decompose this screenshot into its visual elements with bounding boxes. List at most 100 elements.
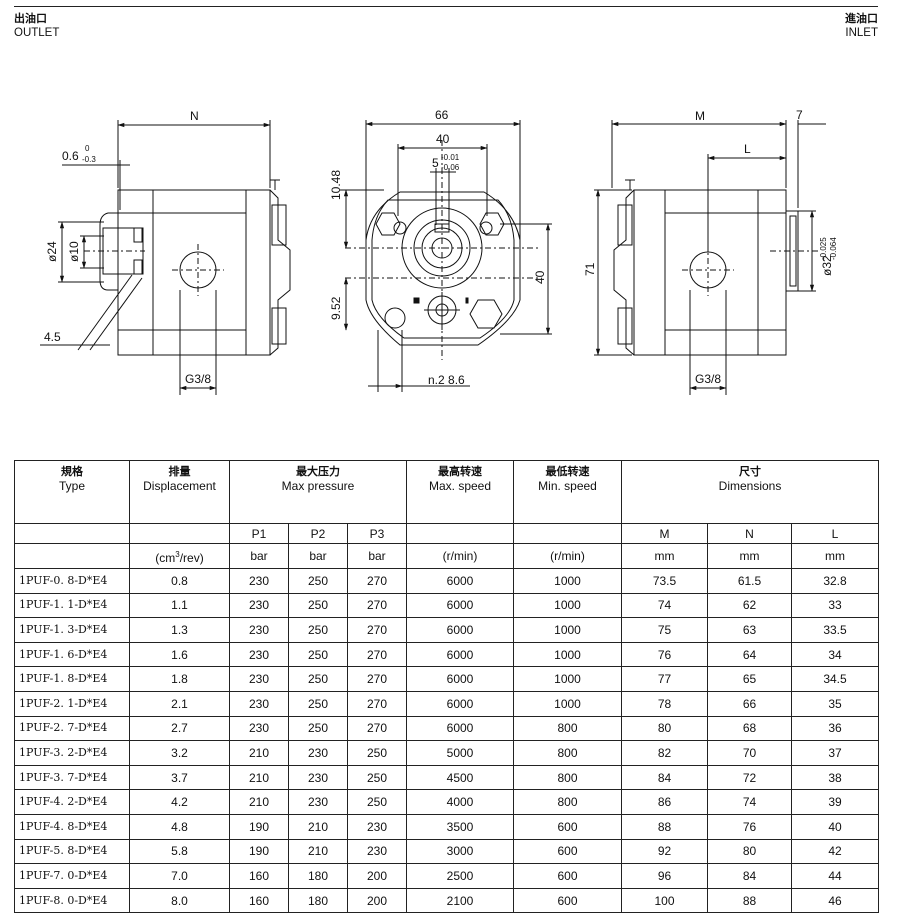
table-cell: 84 bbox=[621, 764, 709, 791]
table-cell: 270 bbox=[346, 568, 408, 594]
table-cell: 5000 bbox=[406, 740, 515, 766]
table-cell: 46 bbox=[791, 887, 880, 914]
type-cell: 1PUF-3. 2-D*E4 bbox=[14, 740, 130, 766]
table-cell: 1000 bbox=[513, 592, 623, 619]
sub-p3: P3 bbox=[346, 523, 408, 544]
table-cell: 2100 bbox=[406, 887, 515, 914]
table-cell: 76 bbox=[621, 641, 709, 668]
table-cell: 61.5 bbox=[707, 568, 793, 594]
table-cell: 6000 bbox=[406, 666, 515, 692]
table-cell: 4.8 bbox=[129, 813, 230, 840]
unit-rpm-max: (r/min) bbox=[406, 543, 515, 569]
dim-n: N bbox=[190, 109, 199, 123]
table-cell: 4500 bbox=[406, 764, 515, 791]
dim-g38-right: G3/8 bbox=[695, 372, 721, 386]
table-cell: 84 bbox=[707, 863, 793, 889]
dim-5-upper: -0.01 bbox=[441, 153, 460, 162]
type-cell: 1PUF-7. 0-D*E4 bbox=[14, 863, 130, 889]
type-cell: 1PUF-1. 8-D*E4 bbox=[14, 666, 130, 692]
left-view bbox=[40, 120, 291, 395]
right-view bbox=[594, 120, 826, 395]
table-cell: 65 bbox=[707, 666, 793, 692]
sub-m: M bbox=[621, 523, 709, 544]
table-cell: 8.0 bbox=[129, 887, 230, 914]
table-cell: 1000 bbox=[513, 666, 623, 692]
outlet-label-cn: 出油口 bbox=[14, 12, 47, 25]
table-cell: 5.8 bbox=[129, 838, 230, 865]
type-cell: 1PUF-5. 8-D*E4 bbox=[14, 838, 130, 865]
table-cell: 230 bbox=[346, 838, 408, 865]
table-cell: 6000 bbox=[406, 568, 515, 594]
dim-g38-left: G3/8 bbox=[185, 372, 211, 386]
table-cell: 190 bbox=[229, 838, 289, 865]
unit-mm-l: mm bbox=[791, 543, 880, 569]
table-cell: 1.6 bbox=[129, 641, 230, 668]
table-cell: 62 bbox=[707, 592, 793, 619]
table-cell: 1.3 bbox=[129, 617, 230, 643]
type-cell: 1PUF-8. 0-D*E4 bbox=[14, 887, 130, 914]
dim-40-top: 40 bbox=[436, 132, 450, 146]
table-cell: 74 bbox=[621, 592, 709, 619]
table-cell: 210 bbox=[229, 789, 289, 815]
unit-rpm-min: (r/min) bbox=[513, 543, 623, 569]
table-cell: 4.2 bbox=[129, 789, 230, 815]
table-cell: 210 bbox=[288, 813, 348, 840]
table-cell: 250 bbox=[288, 690, 348, 717]
table-cell: 160 bbox=[229, 887, 289, 914]
dim-9-52: 9.52 bbox=[329, 296, 343, 320]
table-cell: 270 bbox=[346, 715, 408, 742]
table-cell: 600 bbox=[513, 813, 623, 840]
sub-empty-4 bbox=[513, 523, 623, 544]
table-cell: 160 bbox=[229, 863, 289, 889]
table-cell: 200 bbox=[346, 887, 408, 914]
table-cell: 2500 bbox=[406, 863, 515, 889]
table-cell: 92 bbox=[621, 838, 709, 865]
table-cell: 72 bbox=[707, 764, 793, 791]
inlet-label-en: INLET bbox=[845, 27, 878, 39]
table-cell: 250 bbox=[288, 715, 348, 742]
unit-empty bbox=[14, 543, 130, 569]
table-cell: 800 bbox=[513, 740, 623, 766]
table-cell: 64 bbox=[707, 641, 793, 668]
table-cell: 230 bbox=[229, 617, 289, 643]
table-cell: 76 bbox=[707, 813, 793, 840]
table-cell: 40 bbox=[791, 813, 880, 840]
table-cell: 42 bbox=[791, 838, 880, 865]
table-cell: 250 bbox=[288, 617, 348, 643]
table-cell: 800 bbox=[513, 715, 623, 742]
table-cell: 230 bbox=[288, 764, 348, 791]
table-cell: 6000 bbox=[406, 617, 515, 643]
type-cell: 1PUF-2. 1-D*E4 bbox=[14, 690, 130, 717]
table-cell: 1000 bbox=[513, 617, 623, 643]
table-cell: 80 bbox=[707, 838, 793, 865]
sub-empty-2 bbox=[129, 523, 230, 544]
sub-empty-1 bbox=[14, 523, 130, 544]
table-cell: 66 bbox=[707, 690, 793, 717]
dim-0-6-upper: 0 bbox=[85, 144, 90, 153]
inlet-label: 進油口 INLET bbox=[845, 12, 878, 40]
dim-10-48: 10.48 bbox=[329, 170, 343, 200]
table-cell: 1.1 bbox=[129, 592, 230, 619]
table-cell: 73.5 bbox=[621, 568, 709, 594]
table-cell: 100 bbox=[621, 887, 709, 914]
table-cell: 6000 bbox=[406, 641, 515, 668]
table-cell: 35 bbox=[791, 690, 880, 717]
pump-drawing: N 0.6 0 -0.3 ø24 ø10 4.5 G3/8 66 40 5 -0… bbox=[40, 108, 838, 395]
table-cell: 230 bbox=[288, 789, 348, 815]
table-cell: 77 bbox=[621, 666, 709, 692]
dim-4-5: 4.5 bbox=[44, 330, 61, 344]
table-cell: 36 bbox=[791, 715, 880, 742]
unit-mm-m: mm bbox=[621, 543, 709, 569]
